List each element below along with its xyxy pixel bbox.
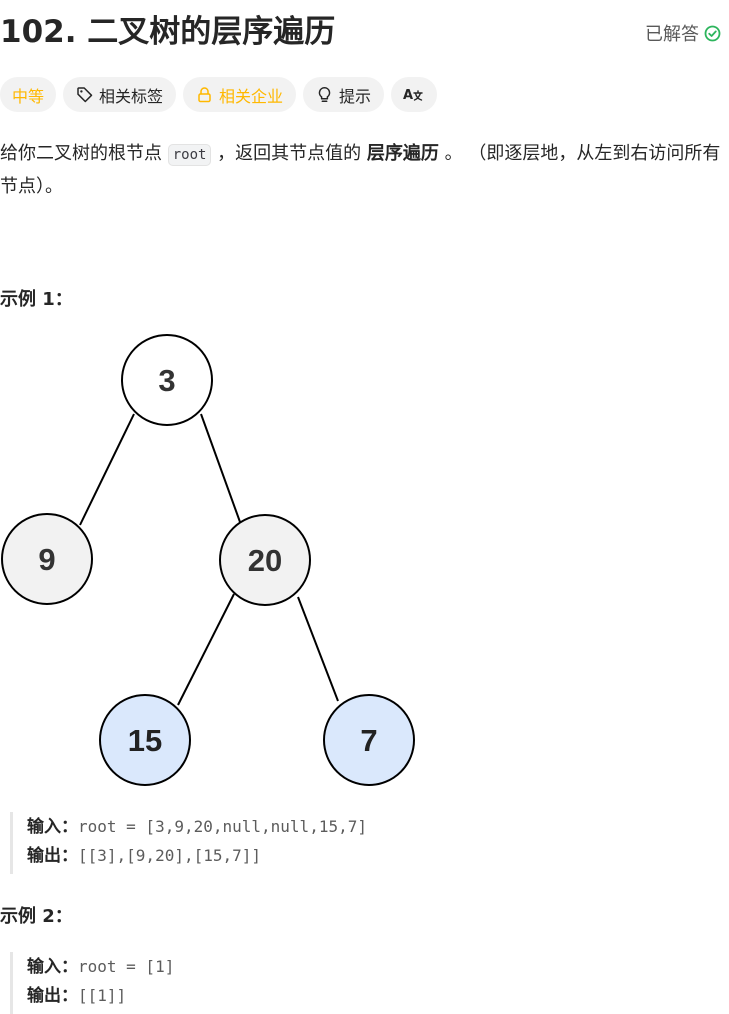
related-topics-label: 相关标签	[99, 86, 164, 106]
translate-icon: A	[403, 86, 425, 103]
tree-node-3: 3	[121, 334, 213, 426]
example-1-input: 输入：root = [3,9,20,null,null,15,7]	[27, 812, 367, 841]
example-1-title: 示例 1：	[0, 289, 73, 310]
example-2-io-block: 输入：root = [1] 输出：[[1]]	[10, 952, 174, 1014]
translate-button[interactable]: A	[391, 77, 438, 112]
tag-bar: 中等 相关标签 相关企业 提示 A	[0, 77, 438, 112]
tree-edge	[79, 413, 135, 526]
tree-edge	[200, 413, 241, 523]
problem-description: 给你二叉树的根节点 root ，返回其节点值的 层序遍历 。 （即逐层地，从左到…	[0, 138, 722, 202]
difficulty-label: 中等	[12, 86, 45, 106]
difficulty-badge: 中等	[0, 77, 57, 112]
tree-edges	[79, 413, 339, 706]
tree-node-9: 9	[1, 513, 93, 605]
example-2-input: 输入：root = [1]	[27, 952, 174, 981]
tree-node-label: 9	[38, 542, 55, 577]
problem-header: 102. 二叉树的层序遍历 已解答	[0, 6, 729, 56]
input-value: root = [1]	[78, 957, 175, 976]
related-companies-button[interactable]: 相关企业	[183, 77, 297, 112]
related-topics-button[interactable]: 相关标签	[63, 77, 177, 112]
solved-status: 已解答	[645, 20, 721, 46]
output-value: [[3],[9,20],[15,7]]	[78, 846, 262, 865]
description-text-3: 。 （即逐层地，从左到右访问所有节点）。	[0, 143, 721, 197]
check-circle-icon	[704, 25, 721, 42]
lock-icon	[196, 86, 213, 103]
input-label: 输入：	[27, 957, 78, 977]
inline-code-root: root	[167, 144, 212, 166]
output-value: [[1]]	[78, 986, 127, 1005]
output-label: 输出：	[27, 846, 78, 866]
example-1-io-block: 输入：root = [3,9,20,null,null,15,7] 输出：[[3…	[10, 812, 367, 874]
tree-edge	[297, 596, 339, 702]
example-2-title: 示例 2：	[0, 906, 73, 927]
tree-node-7: 7	[323, 694, 415, 786]
example-1-output: 输出：[[3],[9,20],[15,7]]	[27, 841, 367, 870]
tree-node-label: 3	[158, 363, 175, 398]
tree-node-20: 20	[219, 514, 311, 606]
problem-title: 102. 二叉树的层序遍历	[0, 14, 336, 50]
description-text-2: ，返回其节点值的	[211, 143, 367, 164]
description-text-1: 给你二叉树的根节点	[0, 143, 168, 164]
related-companies-label: 相关企业	[219, 86, 284, 106]
tree-node-label: 15	[128, 723, 162, 758]
tree-edge	[177, 593, 235, 706]
solved-label: 已解答	[645, 24, 699, 45]
input-label: 输入：	[27, 817, 78, 837]
example-2-output: 输出：[[1]]	[27, 981, 174, 1010]
tree-node-label: 7	[360, 723, 377, 758]
svg-text:A: A	[403, 88, 413, 103]
lightbulb-icon	[316, 86, 333, 103]
example-1-tree-image: 3 9 20 15 7	[0, 332, 420, 792]
tag-icon	[76, 86, 93, 103]
description-bold-term: 层序遍历	[366, 143, 439, 164]
tree-node-15: 15	[99, 694, 191, 786]
output-label: 输出：	[27, 986, 78, 1006]
input-value: root = [3,9,20,null,null,15,7]	[78, 817, 367, 836]
tree-node-label: 20	[248, 543, 282, 578]
hint-button[interactable]: 提示	[303, 77, 385, 112]
hint-label: 提示	[339, 86, 372, 106]
